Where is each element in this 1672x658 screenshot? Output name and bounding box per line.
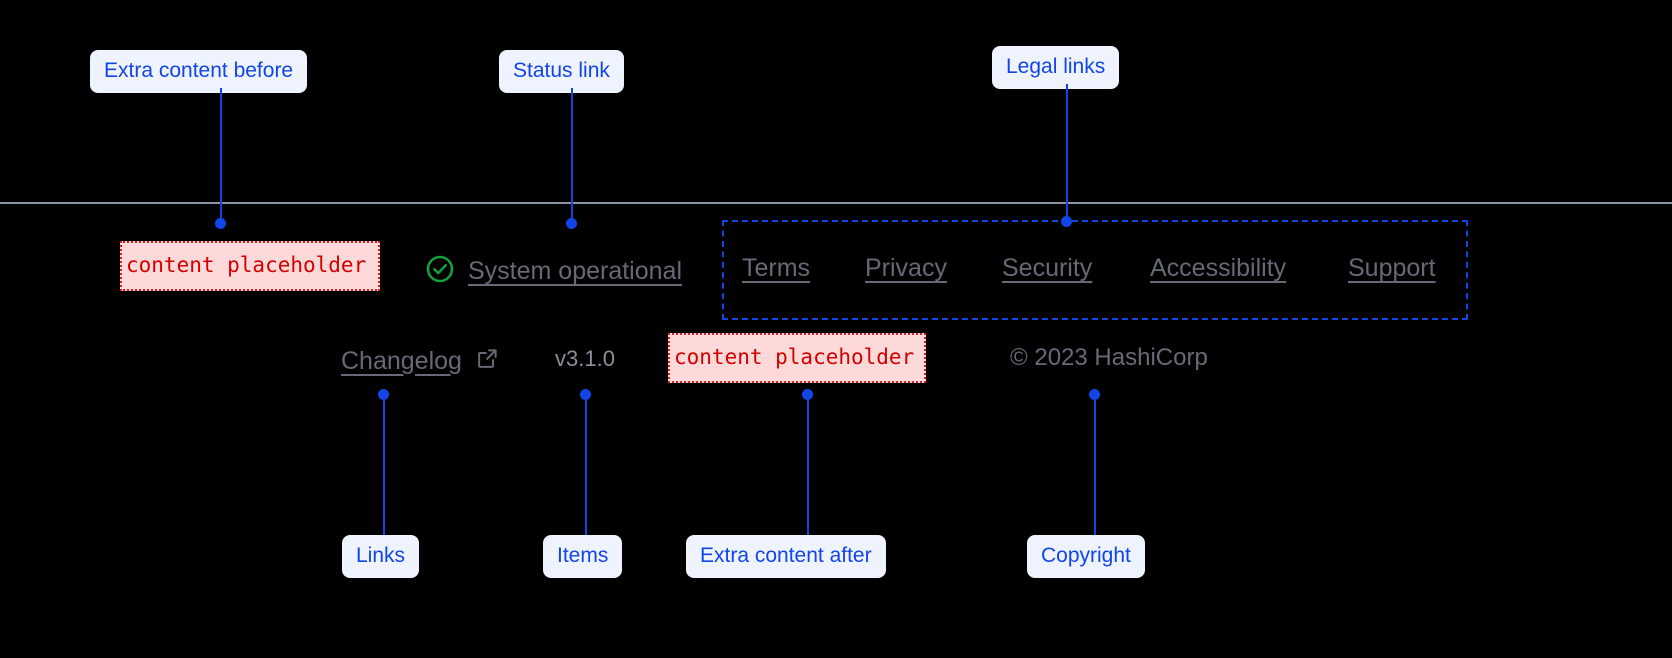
- version-label: v3.1.0: [555, 346, 615, 371]
- status-link-group[interactable]: System operational: [424, 253, 682, 290]
- copyright-label: © 2023 HashiCorp: [1010, 344, 1208, 371]
- leader-dot-links: [378, 389, 389, 400]
- check-circle-icon: [424, 253, 456, 290]
- leader-line-items: [585, 395, 587, 535]
- leader-dot-extra-before: [215, 218, 226, 229]
- content-placeholder-before: content placeholder: [120, 241, 380, 291]
- callout-status-link: Status link: [499, 50, 624, 93]
- callout-extra-content-before: Extra content before: [90, 50, 308, 93]
- legal-link-support[interactable]: Support: [1348, 254, 1436, 282]
- callout-items: Items: [543, 535, 623, 578]
- leader-line-status: [571, 88, 573, 222]
- leader-dot-extra-after: [802, 389, 813, 400]
- status-link-label[interactable]: System operational: [468, 257, 683, 285]
- leader-dot-status: [566, 218, 577, 229]
- leader-line-extra-after: [807, 395, 809, 535]
- legal-link-privacy[interactable]: Privacy: [865, 254, 947, 282]
- footer-top-divider: [0, 202, 1672, 204]
- legal-links-group-outline: [722, 220, 1468, 320]
- legal-link-accessibility[interactable]: Accessibility: [1150, 254, 1287, 282]
- legal-link-security[interactable]: Security: [1002, 254, 1093, 282]
- callout-extra-content-after: Extra content after: [686, 535, 886, 578]
- leader-line-legal: [1066, 84, 1068, 222]
- leader-line-extra-before: [220, 88, 222, 222]
- changelog-label[interactable]: Changelog: [341, 346, 462, 375]
- callout-legal-links: Legal links: [992, 46, 1120, 89]
- callout-links: Links: [342, 535, 420, 578]
- leader-dot-copyright: [1089, 389, 1100, 400]
- callout-copyright: Copyright: [1027, 535, 1145, 578]
- external-link-icon: [475, 346, 500, 376]
- content-placeholder-after: content placeholder: [668, 333, 926, 383]
- legal-link-terms[interactable]: Terms: [742, 254, 811, 282]
- leader-line-copyright: [1094, 395, 1096, 535]
- leader-dot-items: [580, 389, 591, 400]
- changelog-group[interactable]: Changelog: [341, 346, 500, 376]
- leader-line-links: [383, 395, 385, 535]
